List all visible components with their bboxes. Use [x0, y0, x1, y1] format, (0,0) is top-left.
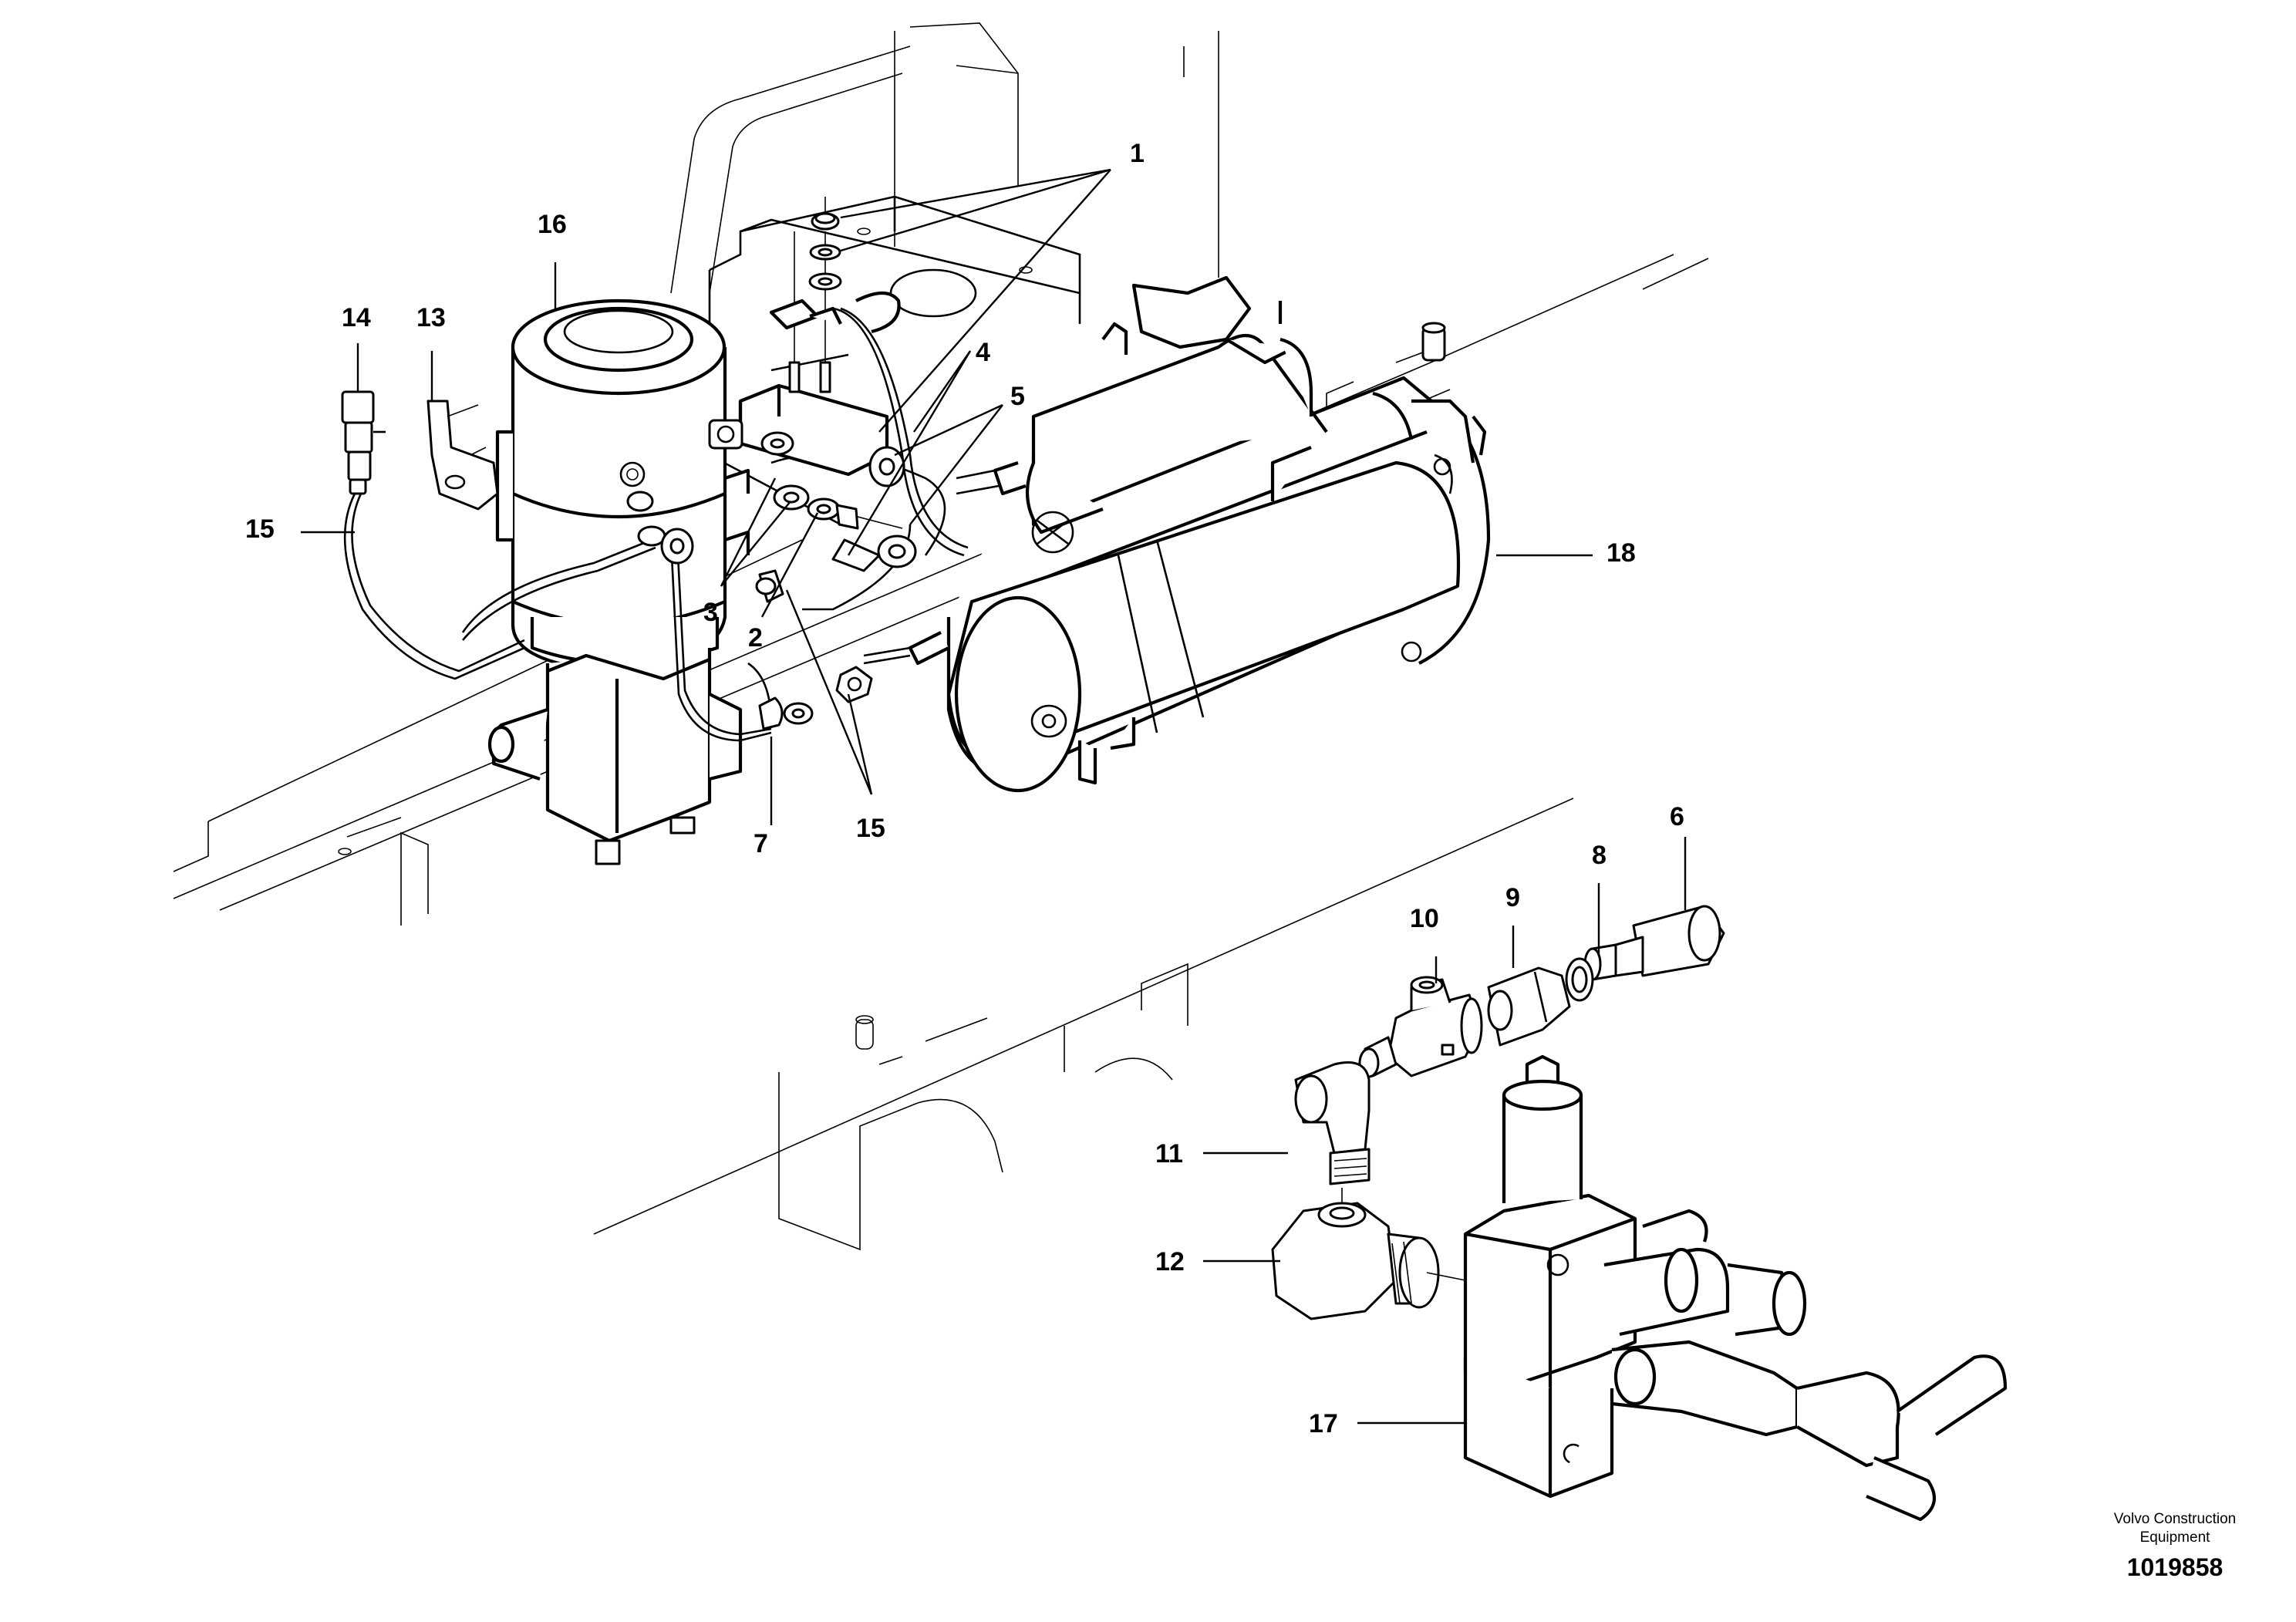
callout-10: 10 — [1410, 904, 1439, 933]
callout-labels: 1 4 5 16 14 13 15 3 2 18 7 15 6 8 9 10 1… — [245, 139, 1684, 1438]
valve-block-17 — [1426, 1054, 2008, 1522]
brand-name-line2: Equipment — [2140, 1529, 2211, 1546]
brand-name-line1: Volvo Construction — [2114, 1511, 2236, 1527]
tee-fitting-10 — [1358, 976, 1483, 1078]
leader-lines — [301, 168, 1687, 1425]
nut-9 — [1487, 966, 1571, 1047]
connector-14 — [341, 390, 386, 495]
callout-17: 17 — [1309, 1409, 1338, 1438]
callout-14: 14 — [342, 303, 371, 332]
callout-4: 4 — [976, 338, 990, 367]
callout-9: 9 — [1505, 883, 1520, 912]
footer-brand: Volvo Construction Equipment 1019858 — [2114, 1511, 2236, 1581]
hardware-stack-1 — [808, 197, 842, 291]
washer-8 — [1565, 957, 1594, 1002]
elbow-11 — [1294, 1061, 1371, 1185]
fuel-pump-unit — [487, 298, 750, 865]
callout-12: 12 — [1155, 1247, 1185, 1276]
callout-8: 8 — [1592, 841, 1607, 870]
fitting-6 — [1583, 905, 1725, 981]
starter-motor — [863, 275, 1491, 793]
callout-7: 7 — [754, 829, 768, 858]
callout-3: 3 — [703, 598, 718, 627]
callout-13: 13 — [416, 303, 446, 332]
callout-18: 18 — [1607, 538, 1636, 568]
chassis-frame — [173, 22, 1709, 1251]
callout-15-lower: 15 — [856, 814, 885, 843]
callout-15-upper: 15 — [245, 514, 275, 544]
document-number: 1019858 — [2127, 1553, 2224, 1581]
callout-2: 2 — [748, 623, 763, 653]
cable-harness — [343, 307, 969, 742]
callout-16: 16 — [538, 210, 567, 239]
callout-11: 11 — [1155, 1139, 1183, 1168]
callout-1: 1 — [1130, 139, 1145, 168]
callout-6: 6 — [1670, 802, 1684, 831]
callout-5: 5 — [1010, 382, 1025, 411]
hardware-2-3 — [626, 419, 917, 730]
bracket-13 — [426, 400, 499, 511]
adapter-12 — [1271, 1188, 1440, 1320]
